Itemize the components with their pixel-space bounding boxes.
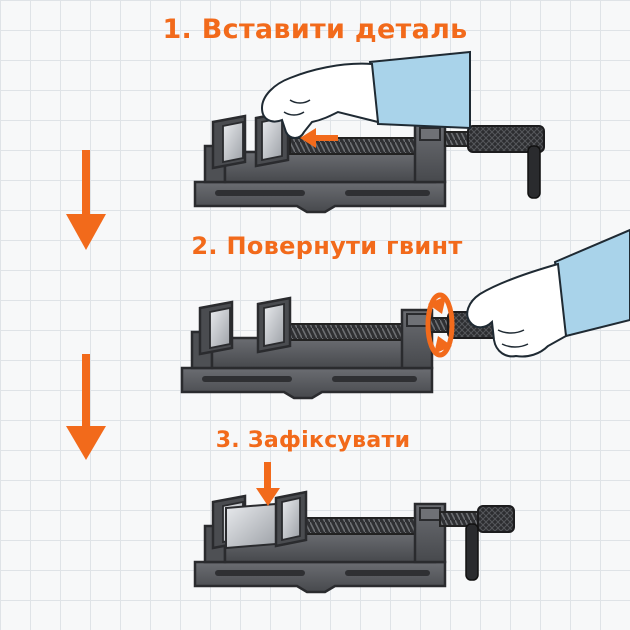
hand-icon-2 [466,228,630,358]
screw-handle-1 [444,125,545,199]
moving-jaw-2 [256,296,292,354]
vise-step-1 [193,114,447,214]
rotate-arrow-icon [425,292,455,358]
step-1-title: 1. Вставити деталь [162,14,468,45]
push-arrow-icon [300,128,338,148]
down-arrow-icon-2 [66,354,106,460]
hand-icon [260,50,471,139]
vise-step-2 [180,300,434,400]
workpiece [225,490,308,550]
down-arrow-icon [66,150,106,250]
screw-handle-3 [439,505,515,581]
step-3-title: 3. Зафіксувати [215,428,411,453]
step-2-title: 2. Повернути гвинт [191,232,463,260]
press-arrow-icon [256,462,280,506]
